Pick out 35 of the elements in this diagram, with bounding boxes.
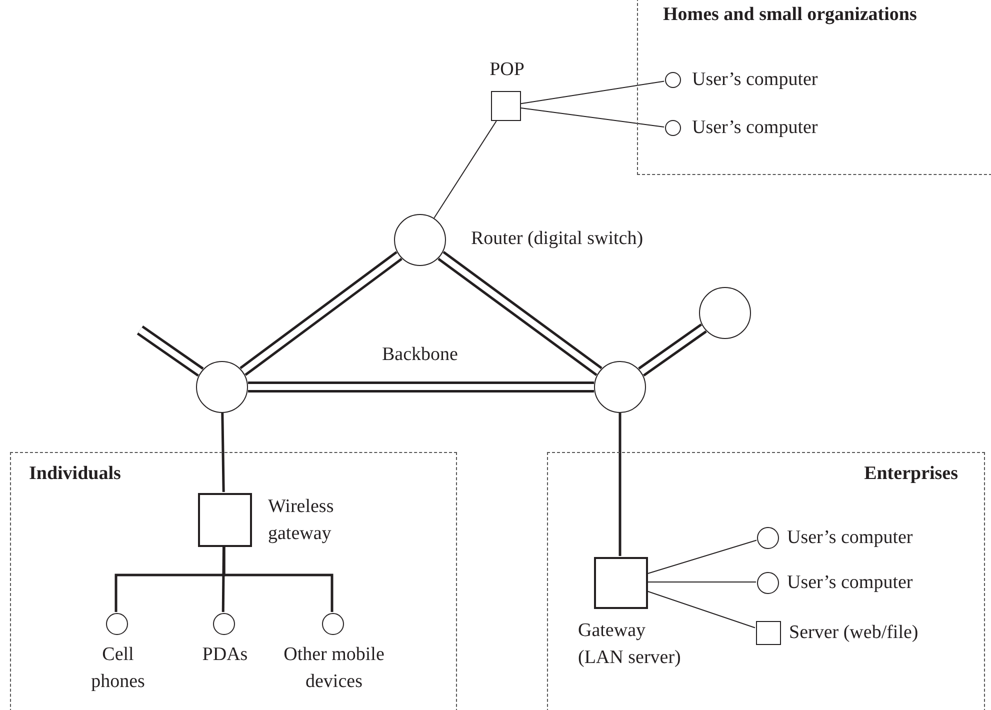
group-title: Individuals: [29, 463, 121, 485]
group-frame: [637, 0, 991, 175]
link-line: [520, 108, 665, 128]
node-circle: [699, 287, 751, 339]
link-line: [520, 80, 665, 104]
group-frame: [10, 452, 457, 710]
node-label: Cell phones: [90, 643, 146, 694]
node-label: Router (digital switch): [471, 227, 644, 251]
node-label: Gateway (LAN server): [578, 619, 682, 670]
link-line: [222, 546, 334, 612]
node-label: User’s computer: [692, 116, 819, 140]
node-label: Other mobile devices: [282, 643, 386, 694]
node-label: User’s computer: [787, 526, 914, 550]
group-title: Homes and small organizations: [663, 4, 917, 26]
link-line: [646, 540, 757, 574]
node-circle: [196, 361, 248, 413]
node-label: User’s computer: [692, 68, 819, 92]
node-label: Server (web/file): [789, 621, 920, 645]
link-line: [434, 120, 497, 219]
link-line: [222, 546, 225, 612]
group-frame: [547, 452, 985, 710]
link-line: [646, 590, 756, 628]
group-title: Enterprises: [864, 463, 958, 485]
double-line-link: [136, 325, 204, 377]
node-label: User’s computer: [787, 571, 914, 595]
node-label: POP: [488, 58, 526, 82]
double-line-link: [638, 323, 707, 377]
node-label: Wireless gateway: [268, 495, 335, 546]
node-label: PDAs: [201, 643, 249, 667]
link-line: [618, 413, 622, 556]
link-line: [221, 412, 225, 492]
double-line-link: [248, 382, 594, 392]
double-line-link: [438, 250, 602, 376]
node-circle: [594, 361, 646, 413]
double-line-link: [240, 251, 402, 376]
